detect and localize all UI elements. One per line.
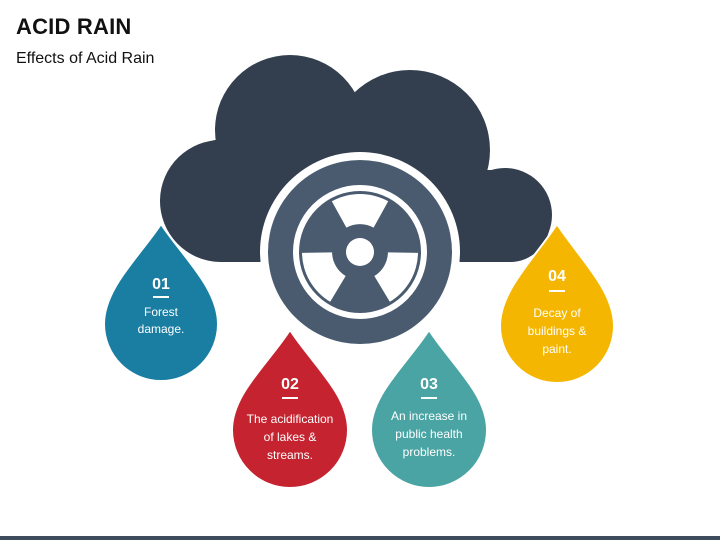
drop-04: 04 Decay of buildings & paint. xyxy=(498,222,616,384)
drop-03: 03 An increase in public health problems… xyxy=(369,328,489,489)
drop-04-text-line-3: paint. xyxy=(542,342,571,356)
drop-03-text-line-1: An increase in xyxy=(391,409,467,423)
drop-01-text-line-1: Forest xyxy=(144,305,179,319)
drop-04-divider xyxy=(549,290,565,292)
drop-04-text-line-2: buildings & xyxy=(528,324,587,338)
drop-02-text-line-2: of lakes & xyxy=(264,430,317,444)
drop-04-text-line-1: Decay of xyxy=(533,306,581,320)
drop-01-divider xyxy=(153,296,169,298)
bottom-bar xyxy=(0,536,720,540)
drop-01: 01 Forest damage. xyxy=(102,222,220,382)
drop-02: 02 The acidification of lakes & streams. xyxy=(230,328,350,489)
drop-02-number: 02 xyxy=(281,376,299,393)
drop-03-text-line-3: problems. xyxy=(403,445,456,459)
drop-03-divider xyxy=(421,397,437,399)
drop-03-text-line-2: public health xyxy=(395,427,462,441)
drop-04-number: 04 xyxy=(548,268,566,285)
drop-02-text-line-1: The acidification xyxy=(247,412,334,426)
drop-01-number: 01 xyxy=(152,276,170,293)
radiation-icon xyxy=(260,152,460,352)
drop-02-divider xyxy=(282,397,298,399)
drop-03-number: 03 xyxy=(420,376,438,393)
drop-01-text-line-2: damage. xyxy=(138,322,185,336)
slide-title: ACID RAIN xyxy=(16,14,132,39)
drop-02-text-line-3: streams. xyxy=(267,448,313,462)
slide-subtitle: Effects of Acid Rain xyxy=(16,50,155,67)
